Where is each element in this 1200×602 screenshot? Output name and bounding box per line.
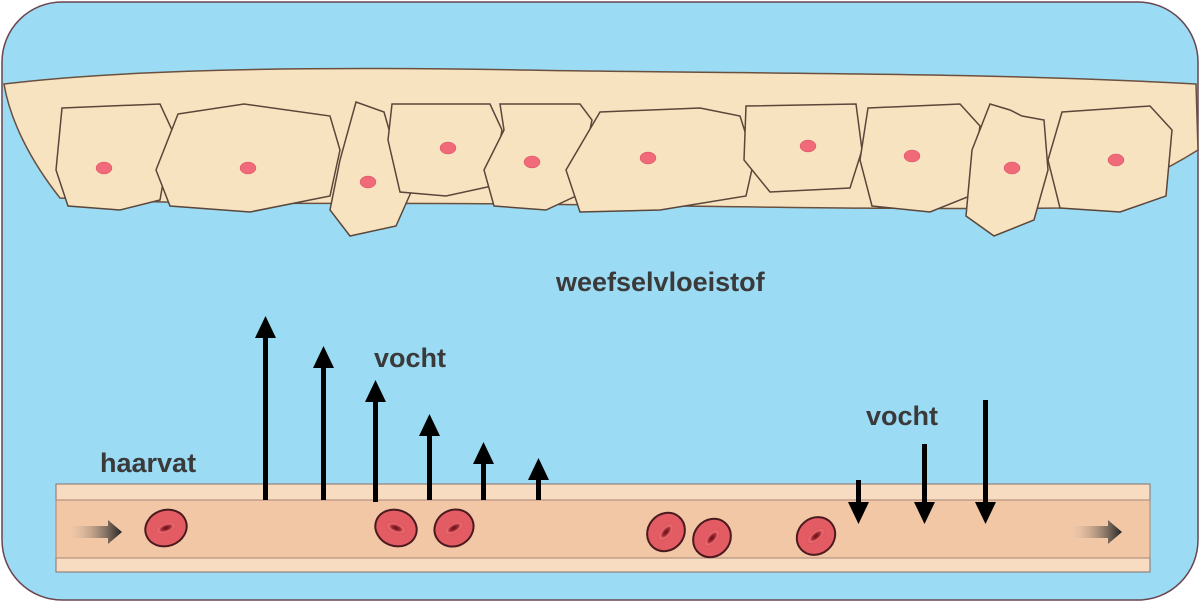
tissue-fluid-label: weefselvloeistof — [555, 267, 766, 297]
outward-arrow — [419, 414, 440, 500]
fluid-out-label: vocht — [374, 343, 446, 373]
nucleus — [523, 155, 541, 169]
nucleus — [95, 161, 113, 175]
flow-direction-arrow-left — [70, 520, 122, 544]
red-blood-cell — [433, 508, 475, 548]
outward-arrow — [528, 458, 549, 500]
red-blood-cell — [374, 508, 418, 548]
outward-fluid-arrows — [255, 316, 549, 502]
fluid-in-label: vocht — [866, 401, 938, 431]
tissue-cell — [155, 103, 341, 213]
red-blood-cell — [144, 508, 188, 548]
inward-arrow — [975, 400, 996, 524]
inward-fluid-arrows — [848, 400, 996, 524]
nucleus — [1003, 161, 1021, 175]
tissue-cell — [565, 107, 755, 213]
outward-arrow — [473, 442, 494, 500]
tissue-cell — [55, 103, 173, 211]
nucleus — [903, 149, 921, 163]
cell-nuclei — [95, 139, 1125, 189]
red-blood-cell — [646, 511, 686, 553]
tissue-cell — [859, 103, 981, 213]
nucleus — [1107, 153, 1125, 167]
outward-arrow — [365, 380, 386, 502]
nucleus — [799, 139, 817, 153]
nucleus — [639, 151, 657, 165]
outward-arrow — [313, 346, 334, 500]
capillary — [55, 483, 1151, 573]
inward-arrow — [848, 480, 869, 524]
outward-arrow — [255, 316, 276, 500]
inward-arrow — [914, 444, 935, 524]
nucleus — [439, 141, 457, 155]
flow-direction-arrow-right — [1072, 520, 1122, 544]
tissue-cell — [483, 103, 593, 211]
capillary-lumen — [55, 499, 1151, 559]
red-blood-cell — [692, 517, 732, 559]
tissue-cell — [329, 101, 413, 237]
nucleus — [239, 161, 257, 175]
nucleus — [359, 175, 377, 189]
red-blood-cell — [795, 516, 837, 556]
red-blood-cells — [144, 508, 837, 559]
capillary-label: haarvat — [100, 448, 196, 478]
